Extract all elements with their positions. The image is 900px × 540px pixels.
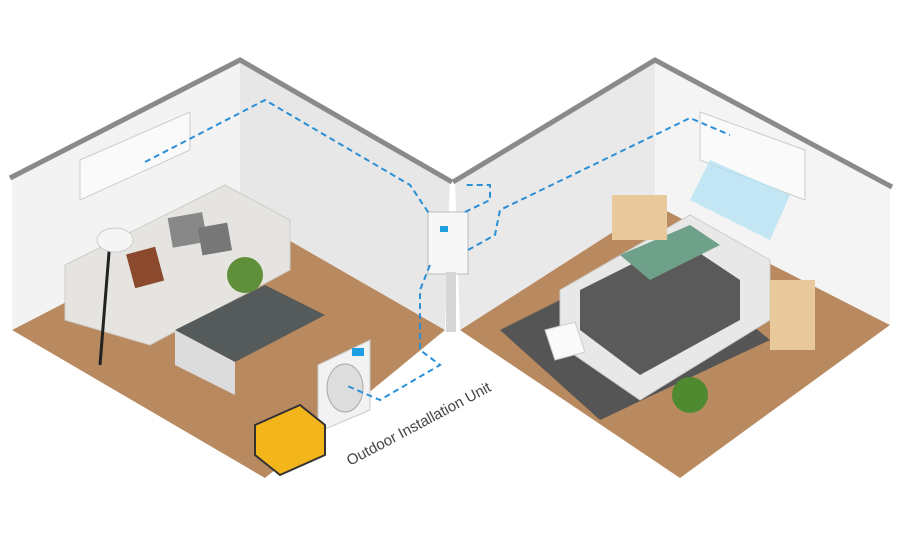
ac-airflow [690,160,790,240]
outdoor-unit [317,339,371,433]
floor-lamp [98,239,112,366]
cushion [167,212,208,248]
pillow [544,321,586,361]
central-unit [427,211,469,275]
brand-badge [440,226,448,232]
bedroom-wall-edge [451,57,894,190]
generator [254,403,326,477]
cushion [126,246,165,289]
nightstand [612,195,667,240]
bed-blanket [580,240,740,375]
bedroom-left-wall [455,62,655,330]
bedroom [451,57,894,478]
coffee-table-side [175,330,235,395]
living-room [8,57,454,478]
plant [672,377,708,413]
living-room-ac-unit [79,111,191,201]
bedroom-ac-unit [699,111,806,201]
lamp-shade [96,227,134,253]
living-room-right-wall [240,62,450,330]
bed-sheet-green [620,225,720,280]
wall-divider [446,272,456,332]
nightstand [770,280,815,350]
sofa [64,184,291,346]
plant [227,257,263,293]
pipe-lines [144,98,731,402]
living-room-wall-edge [8,57,454,185]
cushion [197,222,233,256]
coffee-table [175,285,325,362]
